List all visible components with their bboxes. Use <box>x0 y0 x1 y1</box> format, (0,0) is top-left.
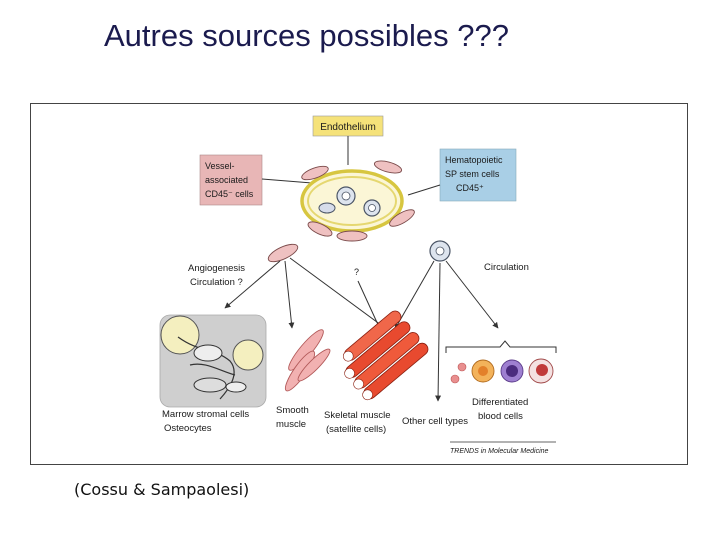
blood-cells-illustration <box>450 358 554 384</box>
endothelium-box: Endothelium <box>312 115 384 137</box>
smooth-muscle-illustration <box>284 329 331 392</box>
pericyte-cell <box>267 243 299 263</box>
blood-label-1: Differentiated <box>472 397 528 408</box>
citation-caption: (Cossu & Sampaolesi) <box>74 480 250 499</box>
smooth-label-1: Smooth <box>276 405 309 416</box>
marrow-stromal-illustration <box>159 314 267 408</box>
sp-label-1: Hematopoietic <box>445 155 503 165</box>
marrow-label-1: Marrow stromal cells <box>162 409 249 420</box>
journal-credit: TRENDS in Molecular Medicine <box>450 448 549 455</box>
vessel-label-3: CD45⁻ cells <box>205 189 254 199</box>
vessel-label-1: Vessel- <box>205 161 235 171</box>
circulation-label: Circulation <box>484 262 529 273</box>
hematopoietic-sp-box: Hematopoietic SP stem cells CD45⁺ <box>439 148 517 202</box>
vessel-associated-box: Vessel- associated CD45⁻ cells <box>199 154 263 206</box>
angiogenesis-label-1: Angiogenesis <box>188 263 245 274</box>
blood-label-2: blood cells <box>478 411 523 422</box>
vessel-label-2: associated <box>205 175 248 185</box>
skeletal-muscle-illustration <box>342 310 429 401</box>
smooth-label-2: muscle <box>276 419 306 430</box>
angiogenesis-label-2: Circulation ? <box>190 277 243 288</box>
blood-cells-bracket <box>445 340 557 353</box>
vessel-illustration <box>300 160 415 242</box>
slide-title: Autres sources possibles ??? <box>104 18 509 53</box>
skeletal-label-2: (satellite cells) <box>326 424 386 435</box>
other-types-label: Other cell types <box>402 416 468 427</box>
skeletal-label-1: Skeletal muscle <box>324 410 391 421</box>
marrow-label-2: Osteocytes <box>164 423 212 434</box>
endothelium-label: Endothelium <box>320 122 376 133</box>
question-mark-label: ? <box>354 267 359 277</box>
sp-label-2: SP stem cells <box>445 169 500 179</box>
sp-stem-cell <box>429 240 451 262</box>
sp-label-3: CD45⁺ <box>456 183 484 193</box>
diagram-figure: Endothelium Vessel- associated CD45⁻ cel… <box>30 103 688 465</box>
